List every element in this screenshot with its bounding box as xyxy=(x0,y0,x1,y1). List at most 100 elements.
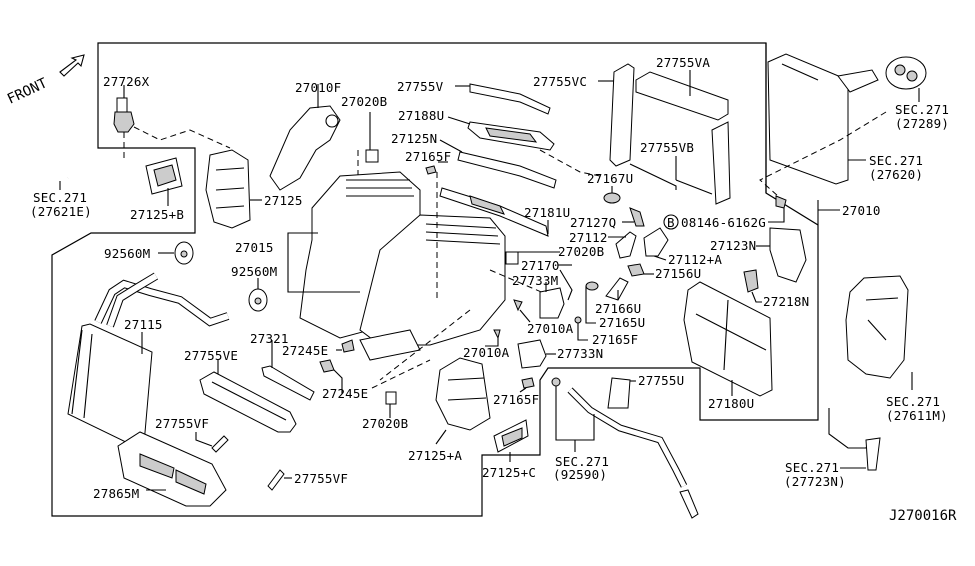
part-92560m-right[interactable] xyxy=(248,278,268,312)
part-27245e-top[interactable] xyxy=(336,339,355,353)
part-27165u[interactable] xyxy=(585,281,599,324)
part-27218n[interactable] xyxy=(743,269,762,303)
label-27015: 27015 xyxy=(235,240,274,255)
part-27188u[interactable] xyxy=(447,116,555,151)
part-27245e-low[interactable] xyxy=(319,359,343,394)
label-27165u: 27165U xyxy=(599,315,645,330)
label-27245e: 27245E xyxy=(322,386,368,401)
part-92560m-left[interactable] xyxy=(158,241,194,265)
part-27166u[interactable] xyxy=(605,277,629,301)
label-27755va: 27755VA xyxy=(656,55,710,70)
label-27123n: 27123N xyxy=(710,238,756,253)
label-27165f: 27165F xyxy=(405,149,451,164)
part-27167u[interactable] xyxy=(603,186,621,204)
part-27125n[interactable] xyxy=(439,139,557,189)
label-27218n: 27218N xyxy=(763,294,809,309)
callout-labels: 27726X SEC.271 (27621E) 27125+B 27125 27… xyxy=(30,55,957,524)
label-27125n: 27125N xyxy=(391,131,437,146)
part-27755va[interactable] xyxy=(635,70,729,121)
label-27010: 27010 xyxy=(842,203,881,218)
part-27020b-low[interactable] xyxy=(385,391,397,418)
label-27112a: 27112+A xyxy=(668,252,722,267)
label-sec271: SEC.271 xyxy=(785,460,839,475)
part-27865m[interactable] xyxy=(117,431,227,507)
part-27755u[interactable] xyxy=(607,377,636,409)
part-27020b-mid[interactable] xyxy=(505,251,560,265)
part-27010a-left[interactable] xyxy=(485,329,501,347)
part-27321[interactable] xyxy=(261,340,315,401)
label-27166u: 27166U xyxy=(595,301,641,316)
label-27865m: 27865M xyxy=(93,486,139,501)
part-wire-27723n[interactable] xyxy=(828,408,881,471)
part-27181u[interactable] xyxy=(439,187,549,237)
label-08146-6162g: 08146-6162G xyxy=(681,215,766,230)
label-27321: 27321 xyxy=(250,331,289,346)
bracket-27010 xyxy=(817,200,840,225)
part-27726x[interactable] xyxy=(113,85,135,133)
label-27010a: 27010A xyxy=(527,321,574,336)
bracket-27015 xyxy=(287,232,360,293)
label-27755vf: 27755VF xyxy=(155,416,209,431)
label-sec271: SEC.271 xyxy=(555,454,609,469)
label-27245e: 27245E xyxy=(282,343,328,358)
label-27180u: 27180U xyxy=(708,396,754,411)
label-27125a: 27125+A xyxy=(408,448,462,463)
part-27180u[interactable] xyxy=(683,281,773,397)
part-27125b[interactable] xyxy=(145,157,183,206)
label-sec271: SEC.271 xyxy=(886,394,940,409)
part-27123n[interactable] xyxy=(756,227,807,283)
label-27167u: 27167U xyxy=(587,171,633,186)
front-label: FRONT xyxy=(5,75,50,108)
part-27112[interactable] xyxy=(608,231,637,259)
part-27127q[interactable] xyxy=(622,207,645,227)
part-27112a[interactable] xyxy=(643,227,669,261)
part-27165f-top[interactable] xyxy=(425,161,448,175)
part-27755v[interactable] xyxy=(455,83,551,115)
part-27125c[interactable] xyxy=(493,419,529,462)
part-27020b-top[interactable] xyxy=(365,112,379,163)
part-27156u[interactable] xyxy=(627,263,654,277)
label-27165f: 27165F xyxy=(493,392,539,407)
part-bolt-08146-6162g[interactable]: B xyxy=(663,195,787,230)
label-27755vc: 27755VC xyxy=(533,74,587,89)
label-27010f: 27010F xyxy=(295,80,341,95)
part-evaporator-27620[interactable] xyxy=(767,53,879,185)
part-27165f-mid[interactable] xyxy=(574,316,588,341)
part-27010f[interactable] xyxy=(269,84,341,191)
part-hose-27621e[interactable] xyxy=(59,160,124,191)
part-27125[interactable] xyxy=(205,149,262,229)
label-27755ve: 27755VE xyxy=(184,348,238,363)
part-27165f-low[interactable] xyxy=(519,377,535,393)
part-duct-27611m[interactable] xyxy=(845,275,913,390)
label-sec271: SEC.271 xyxy=(869,153,923,168)
part-27733n[interactable] xyxy=(517,339,556,369)
label-27188u: 27188U xyxy=(398,108,444,123)
label-27755u: 27755U xyxy=(638,373,684,388)
part-grommet-27289[interactable] xyxy=(885,56,927,102)
connector-dash xyxy=(759,111,887,197)
label-92560m: 92560M xyxy=(231,264,277,279)
label-27733n: 27733N xyxy=(557,346,603,361)
label-27620: (27620) xyxy=(869,167,923,182)
part-27755vb[interactable] xyxy=(629,121,731,205)
part-27115-heater-core[interactable] xyxy=(67,272,230,445)
label-27165f: 27165F xyxy=(592,332,638,347)
label-27755vb: 27755VB xyxy=(640,140,694,155)
part-27010a-right[interactable] xyxy=(513,299,531,323)
connector-dash xyxy=(133,126,231,149)
part-27755ve[interactable] xyxy=(199,360,297,433)
part-tube-92590[interactable] xyxy=(551,377,699,519)
part-27755vf-top[interactable] xyxy=(195,432,229,453)
part-27170[interactable] xyxy=(558,264,573,301)
part-27015-unit-right[interactable] xyxy=(359,214,506,361)
part-27755vf-low[interactable] xyxy=(267,469,292,491)
label-27125c: 27125+C xyxy=(482,465,536,480)
label-27112: 27112 xyxy=(569,230,608,245)
part-27733m[interactable] xyxy=(539,282,565,319)
label-27170: 27170 xyxy=(521,258,560,273)
part-27125a[interactable] xyxy=(435,357,491,445)
part-27755vc[interactable] xyxy=(598,63,635,167)
label-27115: 27115 xyxy=(124,317,163,332)
label-sec271: SEC.271 xyxy=(895,102,949,117)
